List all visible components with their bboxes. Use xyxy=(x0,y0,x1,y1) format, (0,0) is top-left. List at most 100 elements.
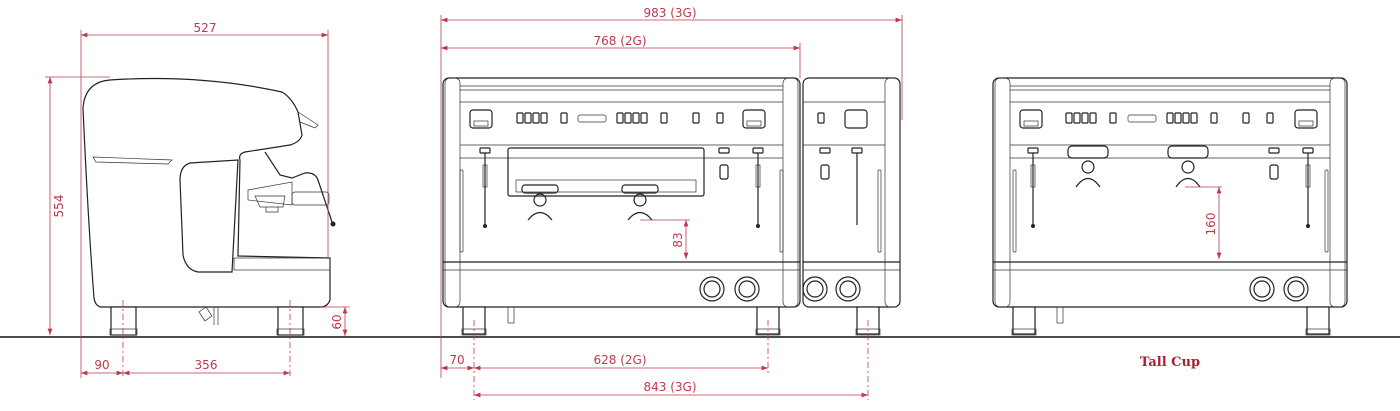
leg-height-label: 60 xyxy=(330,314,344,329)
keypad-button xyxy=(1089,112,1097,124)
hot-water-spout xyxy=(719,164,729,180)
portafilter-spout xyxy=(527,211,553,221)
side-panel-left xyxy=(444,77,461,308)
steam-wand xyxy=(482,164,488,188)
front-view-tall-cup xyxy=(992,77,1348,336)
cup-warmer-switch xyxy=(1019,109,1043,129)
keypad-button xyxy=(640,112,648,124)
keypad-button xyxy=(1242,112,1250,124)
leg-spacing-label: 356 xyxy=(195,358,218,372)
keypad-button xyxy=(1065,112,1073,124)
portafilter xyxy=(1081,160,1095,174)
portafilter-spout xyxy=(1175,177,1201,188)
tall-cup-caption: Tall Cup xyxy=(1140,355,1200,370)
drain-pipe xyxy=(507,306,515,324)
side-panel-right xyxy=(1329,77,1346,308)
steam-wand-tip xyxy=(1031,224,1035,228)
portafilter-spout xyxy=(627,211,653,221)
knob-inner xyxy=(703,280,721,298)
keypad-button xyxy=(516,112,524,124)
switch-slot xyxy=(473,120,489,127)
knob-inner xyxy=(738,280,756,298)
front-view-2g xyxy=(442,77,801,336)
hot-water-spout xyxy=(1269,164,1279,180)
keypad-button xyxy=(624,112,632,124)
leg-spacing-2g-label: 628 (2G) xyxy=(593,353,646,367)
cup-clearance-160-label: 160 xyxy=(1204,213,1218,236)
cup-warmer-switch xyxy=(1294,109,1318,129)
leg-offset-label: 70 xyxy=(449,353,464,367)
keypad-button xyxy=(1210,112,1218,124)
steam-wand-tip xyxy=(483,224,487,228)
keypad-button xyxy=(1073,112,1081,124)
group-head xyxy=(521,184,559,194)
side-width-label: 527 xyxy=(194,21,217,35)
side-slot xyxy=(1324,169,1329,253)
group-head xyxy=(621,184,659,194)
side-dimensions: 527 554 90 356 60 xyxy=(45,21,350,378)
display xyxy=(577,114,607,123)
hot-water-spout xyxy=(820,164,830,180)
keypad-button xyxy=(560,112,568,124)
keypad-button xyxy=(716,112,724,124)
steam-wand xyxy=(1030,164,1036,188)
leg xyxy=(1012,306,1036,335)
steam-wand-tip xyxy=(1306,224,1310,228)
knob xyxy=(734,276,760,302)
keypad-button xyxy=(524,112,532,124)
steam-wand-valve xyxy=(479,147,491,154)
steam-wand-valve xyxy=(851,147,863,154)
switch-slot xyxy=(1298,120,1314,127)
display xyxy=(1127,114,1157,123)
keypad-button xyxy=(1266,112,1274,124)
cup-clearance-83-label: 83 xyxy=(671,232,685,247)
knob xyxy=(1283,276,1309,302)
portafilter xyxy=(533,193,547,207)
side-slot xyxy=(459,169,464,253)
switch-slot xyxy=(1023,120,1039,127)
keypad-button xyxy=(1182,112,1190,124)
steam-wand xyxy=(755,164,761,188)
machine-body xyxy=(992,77,1348,308)
steam-wand-valve xyxy=(1027,147,1039,154)
cup-tray-grid xyxy=(515,179,697,193)
side-view xyxy=(82,77,336,336)
hot-water-valve xyxy=(718,147,730,154)
steam-wand-tip xyxy=(756,224,760,228)
width-2g-label: 768 (2G) xyxy=(593,34,646,48)
side-slot xyxy=(779,169,784,253)
steam-wand xyxy=(1305,164,1311,188)
machine-body xyxy=(442,77,801,308)
hot-water-valve xyxy=(1268,147,1280,154)
keypad-button xyxy=(1166,112,1174,124)
width-3g-label: 983 (3G) xyxy=(643,6,696,20)
keypad-button xyxy=(660,112,668,124)
keypad-button xyxy=(632,112,640,124)
knob xyxy=(699,276,725,302)
keypad-button xyxy=(532,112,540,124)
steam-wand-valve xyxy=(1302,147,1314,154)
side-panel-right xyxy=(782,77,799,308)
keypad-button xyxy=(616,112,624,124)
portafilter xyxy=(633,193,647,207)
keypad-button xyxy=(1109,112,1117,124)
knob xyxy=(1249,276,1275,302)
front-offset-label: 90 xyxy=(94,358,109,372)
group-head xyxy=(1067,145,1109,159)
knob-inner xyxy=(1253,280,1271,298)
keypad-button xyxy=(540,112,548,124)
cup-warmer-switch xyxy=(844,109,868,129)
keypad-button xyxy=(817,112,825,124)
side-height-label: 554 xyxy=(52,195,66,218)
cup-warmer-switch xyxy=(742,109,766,129)
leg-foot xyxy=(1305,328,1331,336)
keypad-button xyxy=(1081,112,1089,124)
front-dimensions: 983 (3G) 768 (2G) 83 70 628 (2G) 843 (3G… xyxy=(440,6,1222,400)
leg-foot xyxy=(1011,328,1037,336)
keypad-button xyxy=(692,112,700,124)
side-panel-left xyxy=(994,77,1011,308)
portafilter xyxy=(1181,160,1195,174)
drain-pipe xyxy=(1056,306,1064,324)
leg xyxy=(1306,306,1330,335)
